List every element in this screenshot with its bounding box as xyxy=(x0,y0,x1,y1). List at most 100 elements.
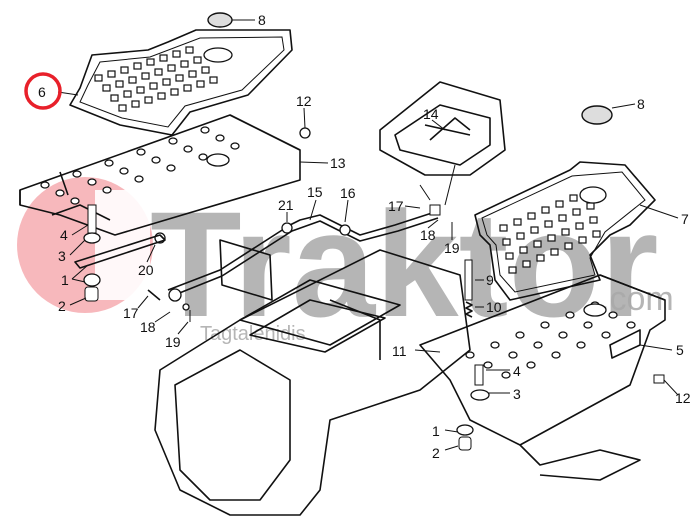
mat-tread xyxy=(544,220,553,228)
plate-hole xyxy=(70,197,80,205)
mat-tread xyxy=(133,62,142,70)
mat-tread xyxy=(516,232,525,240)
mat-tread xyxy=(110,94,119,102)
mat-tread xyxy=(175,74,184,82)
leader-lines xyxy=(57,19,679,451)
watermark-brand: Traktor xyxy=(150,180,659,348)
callout-2-right: 2 xyxy=(432,445,440,461)
callout-4-left: 4 xyxy=(60,227,68,243)
mat-tread xyxy=(196,80,205,88)
mat-tread xyxy=(128,76,137,84)
mat-tread xyxy=(578,236,587,244)
plate-hole xyxy=(119,167,129,175)
watermark: Traktor .com Tagtalenidis xyxy=(17,177,674,348)
plate-hole xyxy=(465,351,475,359)
mat-tread xyxy=(118,104,127,112)
mat-tread xyxy=(107,70,116,78)
plate-hole xyxy=(200,126,210,134)
mat-tread xyxy=(162,78,171,86)
mat-tread xyxy=(508,266,517,274)
mat-tread xyxy=(499,224,508,232)
floor-plate-left xyxy=(19,114,301,236)
callout-18-left: 18 xyxy=(140,319,156,335)
mat-tread xyxy=(505,252,514,260)
mat-tread xyxy=(123,90,132,98)
mat-tread xyxy=(146,58,155,66)
callout-4-right: 4 xyxy=(513,363,521,379)
hardware-right xyxy=(299,127,665,451)
plate-hole xyxy=(601,331,611,339)
cap-top xyxy=(207,12,233,28)
plate-hole xyxy=(608,311,618,319)
plate-hole xyxy=(533,341,543,349)
callout-8: 8 xyxy=(258,12,266,28)
plate-hole xyxy=(626,321,636,329)
plate-hole xyxy=(168,137,178,145)
mat-tread xyxy=(170,88,179,96)
mat-tread xyxy=(120,66,129,74)
mat-tread xyxy=(144,96,153,104)
mat-tread xyxy=(569,194,578,202)
callout-1-right: 1 xyxy=(432,423,440,439)
mat-tread xyxy=(185,46,194,54)
mat-tread xyxy=(550,248,559,256)
mat-tread xyxy=(502,238,511,246)
mat-tread xyxy=(592,230,601,238)
mat-tread xyxy=(180,60,189,68)
mat-tread xyxy=(558,214,567,222)
plate-hole xyxy=(198,153,208,161)
callout-3-right: 3 xyxy=(513,386,521,402)
mat-tread xyxy=(115,80,124,88)
callout-10: 10 xyxy=(486,299,502,315)
plate-hole xyxy=(583,321,593,329)
callout-18-right: 18 xyxy=(420,227,436,243)
plate-hole xyxy=(55,189,65,197)
mat-tread xyxy=(522,260,531,268)
mat-tread xyxy=(159,54,168,62)
plate-hole xyxy=(87,178,97,186)
callout-6: 6 xyxy=(38,84,46,100)
mat-tread xyxy=(530,226,539,234)
mat-tread xyxy=(519,246,528,254)
mat-tread xyxy=(131,100,140,108)
callout-13: 13 xyxy=(330,155,346,171)
mat-tread xyxy=(575,222,584,230)
callout-14: 14 xyxy=(423,106,439,122)
callout-1-left: 1 xyxy=(61,272,69,288)
mat-tread xyxy=(561,228,570,236)
mat-tread xyxy=(209,76,218,84)
callout-5: 5 xyxy=(676,342,684,358)
plate-hole xyxy=(508,351,518,359)
callout-3-left: 3 xyxy=(58,248,66,264)
mat-tread xyxy=(527,212,536,220)
callout-16: 16 xyxy=(340,185,356,201)
plate-hole xyxy=(526,361,536,369)
callout-7: 7 xyxy=(681,211,689,227)
plate-hole xyxy=(102,186,112,194)
mat-tread xyxy=(201,66,210,74)
mat-tread xyxy=(193,56,202,64)
floor-mat-right xyxy=(474,105,656,301)
plate-hole xyxy=(551,351,561,359)
callout-19-right: 19 xyxy=(444,240,460,256)
plate-hole xyxy=(40,181,50,189)
mat-tread xyxy=(188,70,197,78)
plate-hole xyxy=(134,175,144,183)
plate-hole xyxy=(576,341,586,349)
callout-2-left: 2 xyxy=(58,298,66,314)
plate-hole xyxy=(166,164,176,172)
callout-11: 11 xyxy=(392,343,407,359)
mat-tread xyxy=(172,50,181,58)
transmission-housing xyxy=(154,239,471,516)
mat-tread xyxy=(149,82,158,90)
mat-tread xyxy=(94,74,103,82)
mat-tread xyxy=(136,86,145,94)
mat-tread xyxy=(157,92,166,100)
plate-hole xyxy=(136,148,146,156)
callout-17-left: 17 xyxy=(123,305,139,321)
mat-tread xyxy=(589,216,598,224)
highlight-ring xyxy=(24,72,62,110)
mat-tread xyxy=(183,84,192,92)
callout-9: 9 xyxy=(486,272,494,288)
